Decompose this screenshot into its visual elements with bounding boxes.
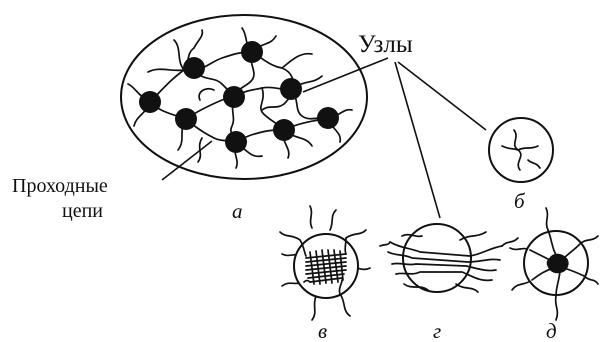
panel-d-entanglement: [510, 208, 598, 320]
tie-chains-label-line1: Проходные: [12, 175, 108, 197]
panel-a-network: [121, 15, 367, 179]
panel-a-label: а: [232, 199, 243, 223]
panel-v-label: в: [318, 319, 327, 342]
panel-v-folded-crystal: [280, 206, 370, 320]
tie-chains-label-line2: цепи: [62, 200, 103, 222]
panel-d-label: д: [546, 319, 557, 342]
tie-chains-label: Проходные цепи: [12, 175, 108, 222]
panel-b-label: б: [514, 189, 526, 213]
panel-g-label: г: [433, 319, 441, 342]
panel-g-extended-crystal: [380, 224, 518, 292]
panel-b-node: [489, 118, 553, 182]
nodes-label: Узлы: [358, 31, 413, 58]
entanglement-knot: [547, 254, 568, 273]
